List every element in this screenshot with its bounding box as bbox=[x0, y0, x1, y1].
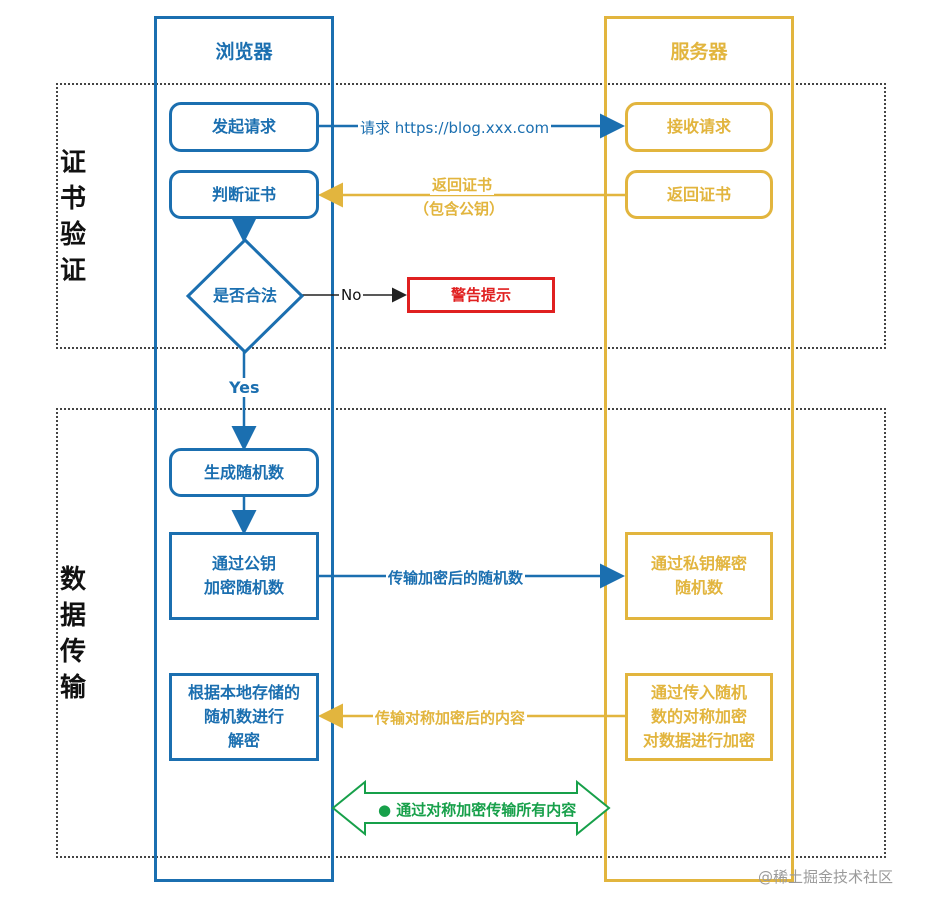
edge-label-all-content: ● 通过对称加密传输所有内容 bbox=[378, 801, 577, 819]
edge-label-return-cert-2: （包含公钥） bbox=[412, 198, 507, 219]
node-return-cert: 返回证书 bbox=[625, 170, 773, 219]
node-gen-random: 生成随机数 bbox=[169, 448, 319, 497]
section-label-cert: 证 书 验 证 bbox=[59, 148, 86, 286]
server-lane: 服务器 bbox=[604, 16, 794, 882]
edge-label-request: 请求 https://blog.xxx.com bbox=[358, 117, 552, 138]
watermark: @稀土掘金技术社区 bbox=[758, 868, 894, 886]
edge-label-send-sym: 传输对称加密后的内容 bbox=[373, 707, 528, 728]
decision-is-valid: 是否合法 bbox=[212, 286, 277, 305]
section-cert-verification bbox=[56, 83, 886, 349]
node-local-decrypt: 根据本地存储的 随机数进行 解密 bbox=[169, 673, 319, 761]
edge-label-send-encrypted: 传输加密后的随机数 bbox=[386, 567, 526, 588]
edge-all-content-arrow bbox=[331, 779, 611, 837]
section-label-data: 数 据 传 输 bbox=[59, 565, 86, 703]
decision-diamond-shape bbox=[185, 238, 305, 354]
node-judge-cert: 判断证书 bbox=[169, 170, 319, 219]
browser-lane: 浏览器 bbox=[154, 16, 334, 882]
section-data-transfer bbox=[56, 408, 886, 858]
node-send-request: 发起请求 bbox=[169, 102, 319, 152]
node-sym-encrypt: 通过传入随机 数的对称加密 对数据进行加密 bbox=[625, 673, 773, 761]
edge-label-yes: Yes bbox=[227, 378, 262, 397]
node-encrypt-random: 通过公钥 加密随机数 bbox=[169, 532, 319, 620]
server-lane-title: 服务器 bbox=[670, 41, 728, 63]
edge-label-no: No bbox=[339, 286, 364, 304]
node-receive-request: 接收请求 bbox=[625, 102, 773, 152]
node-warning: 警告提示 bbox=[407, 277, 555, 313]
node-decrypt-random: 通过私钥解密 随机数 bbox=[625, 532, 773, 620]
browser-lane-title: 浏览器 bbox=[215, 41, 273, 63]
edge-label-return-cert-1: 返回证书 bbox=[430, 174, 495, 195]
